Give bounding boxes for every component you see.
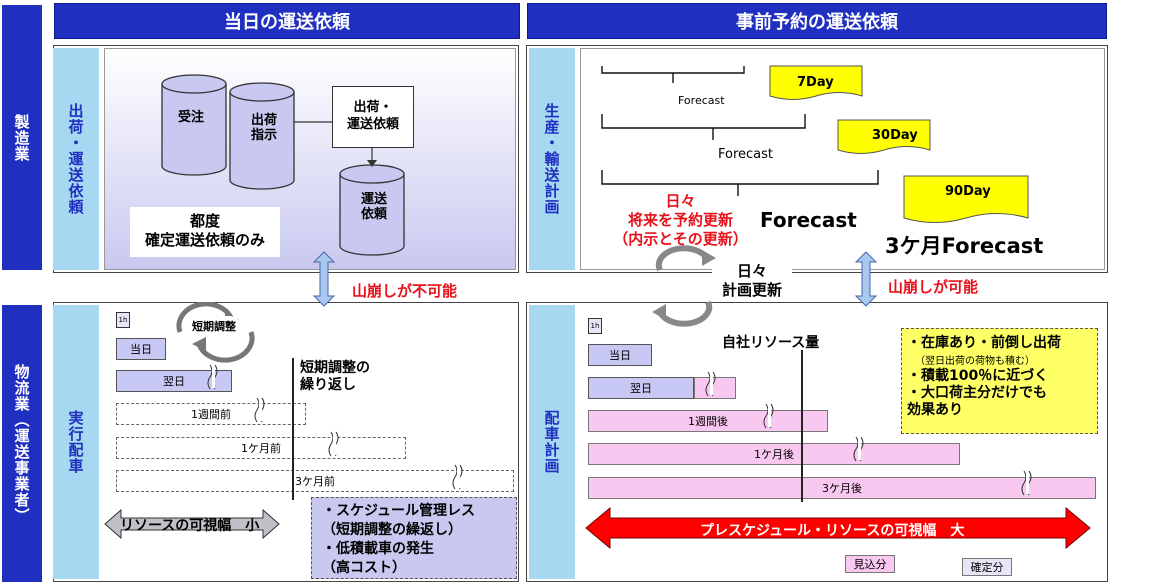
leveling-not-possible: 山崩しが不可能: [352, 282, 458, 300]
cyl-ship-instruction: 出荷指示: [250, 113, 277, 143]
label-production-plan: 生産・輸送計画: [529, 48, 575, 270]
daily-update-label: 日々 将来を予約更新 （内示とその更新）: [613, 192, 748, 248]
right-benefits-box: [901, 328, 1098, 434]
label-dispatch-plan: 配車計画: [529, 305, 575, 579]
right-arrow-label: プレスケジュール・リソースの可視幅 大: [700, 523, 965, 539]
right-bottom-graphics: [585, 350, 1091, 550]
legend-estimate: 見込分: [845, 555, 895, 573]
left-bottom-graphics: [104, 302, 463, 540]
short-adjust-repeat: 短期調整の 繰り返し: [300, 360, 370, 393]
box-ship-request: 出荷・ 運送依頼: [332, 86, 414, 148]
side-manufacturing: 製造業: [2, 5, 42, 270]
bar-week-before: 1週間前: [116, 403, 306, 425]
left-arrow-label: リソースの可視幅 小: [120, 518, 260, 534]
side-logistics: 物流業（運送事業者）: [2, 305, 42, 582]
right-header: 事前予約の運送依頼: [527, 3, 1107, 39]
bar-tomorrow-left: 翌日: [116, 370, 232, 392]
legend-confirmed: 確定分: [962, 558, 1012, 576]
note-7day: 7Day: [797, 75, 834, 90]
bar-1h-right: 1h: [588, 318, 602, 334]
forecast-3months: 3ケ月Forecast: [885, 234, 1044, 258]
bar-month-before: 1ケ月前: [116, 437, 406, 459]
label-dispatch-exec: 実行配車: [53, 305, 99, 579]
cyl-order: 受注: [178, 110, 205, 125]
own-resource-label: 自社リソース量: [722, 335, 820, 351]
cyl-transport-request: 運送依頼: [360, 192, 387, 222]
bar-tomorrow-right: 翌日: [588, 377, 694, 399]
bar-1h-left: 1h: [116, 312, 130, 328]
left-header: 当日の運送依頼: [54, 3, 520, 39]
leveling-possible: 山崩しが可能: [888, 278, 979, 296]
forecast-mid: Forecast: [718, 147, 774, 162]
left-issues-box: ・スケジュール管理レス （短期調整の繰返し） ・低積載車の発生 （高コスト）: [311, 497, 517, 579]
bar-month-after: 1ケ月後: [588, 443, 960, 465]
benefit-3: ・積載100％に近づく ・大口荷主分だけでも 効果あり: [907, 368, 1049, 418]
short-adjust-label: 短期調整: [188, 316, 240, 336]
bar-today-right: 当日: [588, 344, 652, 366]
note-90day: 90Day: [945, 184, 991, 199]
benefit-2: （翌日出荷の荷物も積む）: [915, 356, 1035, 367]
forecast-large: Forecast: [760, 208, 857, 232]
label-shipping-request: 出荷・運送依頼: [53, 48, 99, 270]
forecast-small: Forecast: [678, 94, 725, 107]
bar-today-left: 当日: [116, 338, 166, 360]
each-time-label: 都度 確定運送依頼のみ: [130, 207, 280, 257]
left-cylinders: [161, 74, 405, 256]
benefit-1: ・在庫あり・前倒し出荷: [907, 335, 1061, 351]
bar-3month-after: 3ケ月後: [588, 477, 1096, 499]
bar-3month-before: 3ケ月前: [116, 470, 514, 492]
forecast-brackets: [601, 65, 1029, 223]
note-30day: 30Day: [872, 128, 918, 143]
daily-plan-update: 日々 計画更新: [712, 262, 792, 300]
